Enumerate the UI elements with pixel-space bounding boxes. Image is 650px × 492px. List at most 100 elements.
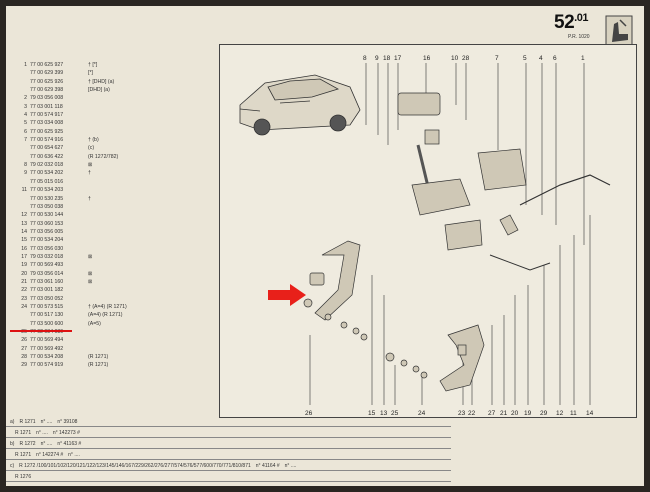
variant-cell: n° 142274 # [36, 452, 64, 458]
variant-row: c) R 1272 /100/101/102/120/121/122/123/14… [6, 462, 451, 471]
top-callouts: 8 9 18 17 16 10 28 7 5 4 6 1 [363, 55, 585, 62]
callout-label: 7 [495, 55, 499, 62]
parts-note: † [*] [88, 62, 98, 68]
callout-label: 10 [451, 55, 459, 62]
exploded-diagram: 8 9 18 17 16 10 28 7 5 4 6 1 26 15 13 25… [219, 44, 637, 418]
parts-ref: 77 03 050 052 [30, 295, 64, 302]
parts-pos: 19 [21, 262, 27, 269]
parts-row: 77 03 500 600 (A=5) [16, 320, 216, 328]
parts-pos: 24 [21, 303, 27, 310]
parts-pos [16, 311, 30, 319]
parts-pos: 5 [24, 120, 27, 127]
callout-label: 27 [488, 410, 496, 417]
parts-ref: 77 03 001 118 [30, 103, 63, 110]
parts-note: (R 1271) [88, 362, 109, 369]
parts-note: ⊠ [88, 162, 93, 169]
parts-note: [*] [88, 70, 93, 77]
callout-label: 28 [462, 55, 470, 62]
callout-label: 18 [383, 55, 391, 62]
car-illustration [239, 74, 361, 136]
parts-note: † (A=4) (R 1271) [88, 303, 127, 310]
parts-note: (c) [88, 145, 95, 152]
variant-cell: c) [10, 463, 15, 469]
callout-label: 25 [391, 410, 399, 417]
callout-label: 9 [375, 55, 379, 62]
variant-cell: R 1272 /100/101/102/120/121/122/123/145/… [19, 463, 251, 469]
parts-pos: 27 [21, 345, 27, 352]
highlight-underline [10, 330, 72, 332]
callout-label: 26 [305, 410, 313, 417]
parts-row: 77 00 636 422(R 1272/782) [16, 153, 216, 161]
callout-label: 17 [394, 55, 402, 62]
parts-pos: 12 [21, 212, 27, 219]
parts-ref: 79 03 032 018 [30, 253, 64, 260]
parts-note: (A=4) (R 1271) [88, 312, 123, 319]
parts-pos: 1 [24, 62, 27, 68]
parts-pos: 8 [24, 162, 27, 169]
parts-pos: 20 [21, 270, 27, 277]
parts-note: † [DHD] (a) [88, 78, 115, 85]
parts-pos [16, 320, 30, 328]
callout-label: 22 [468, 410, 476, 417]
variant-cell: R 1271 [19, 419, 36, 425]
parts-pos [16, 144, 30, 152]
page-reference: P.R. 1020 [568, 34, 590, 40]
parts-ref: 77 00 654 627 [30, 145, 64, 152]
parts-ref: 77 00 574 917 [30, 112, 64, 119]
parts-pos: 22 [21, 287, 27, 294]
parts-pos: 11 [21, 187, 27, 194]
variant-cell: b) [10, 441, 15, 447]
parts-ref: 77 03 050 038 [30, 203, 64, 210]
variant-cell: n° 41163 # [57, 441, 82, 447]
parts-ref: 77 03 061 160 [30, 278, 64, 285]
callout-label: 29 [540, 410, 548, 417]
parts-ref: 79 03 056 014 [30, 270, 64, 277]
parts-ref: 77 05 015 016 [30, 178, 64, 185]
variant-cell: n° .... [36, 430, 48, 436]
parts-ref: 77 02 034 039 [30, 329, 64, 335]
parts-pos [16, 153, 30, 161]
variant-cell: R 1271 [15, 430, 32, 436]
parts-ref: 79 03 056 008 [30, 95, 64, 102]
callout-label: 11 [570, 410, 577, 417]
parts-ref: 77 00 517 130 [30, 312, 64, 319]
parts-pos: 6 [24, 128, 27, 135]
parts-row: 77 00 654 627 (c) [16, 144, 216, 152]
variant-cell: R 1272 [19, 441, 36, 447]
parts-pos: 4 [24, 112, 27, 119]
parts-note: (A=5) [88, 320, 101, 327]
parts-pos: 23 [21, 295, 27, 302]
parts-ref: 77 00 573 515 [30, 303, 64, 310]
bottom-callouts: 26 15 13 25 24 23 22 27 21 20 19 29 12 1… [305, 410, 594, 417]
parts-row: 77 00 530 235† [16, 195, 216, 203]
seat-icon [605, 15, 633, 49]
callout-label: 15 [368, 410, 376, 417]
red-arrow-icon [268, 284, 306, 306]
parts-ref: 77 00 625 926 [30, 78, 64, 85]
callout-label: 6 [553, 55, 557, 62]
parts-pos: 2 [24, 95, 27, 102]
parts-ref: 77 03 500 600 [30, 320, 64, 327]
parts-ref: 77 03 001 182 [30, 287, 64, 294]
callout-label: 1 [581, 55, 585, 62]
parts-ref: 77 03 034 008 [30, 120, 64, 127]
parts-row: 77 00 629 398[DHD] (a) [16, 86, 216, 94]
